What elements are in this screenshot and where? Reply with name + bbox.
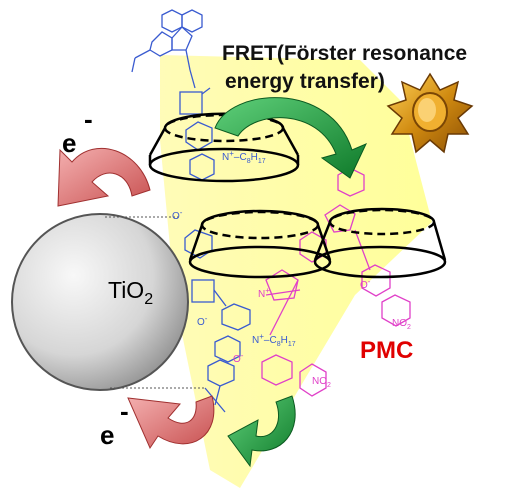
cyclodextrin-cup-middle <box>188 209 332 279</box>
svg-text:-: - <box>120 396 129 426</box>
svg-text:e: e <box>100 420 114 450</box>
o-minus-label-4: O- <box>233 351 244 365</box>
o-minus-label-2: O- <box>197 314 208 328</box>
n-plus-label-top: N+–C8H17 <box>222 149 266 165</box>
no2-label-1: NO2 <box>392 318 411 331</box>
tio2-sphere <box>11 213 189 391</box>
electron-injection-arrow-bottom <box>127 395 215 450</box>
svg-text:e: e <box>62 128 76 158</box>
donor-dye-structure <box>131 9 251 413</box>
fret-title-line2: energy transfer) <box>225 70 385 93</box>
n-plus-label-pmc: N+ <box>258 286 270 300</box>
fret-arrow <box>214 97 368 179</box>
no2-label-2: NO2 <box>312 376 331 389</box>
fret-title-line1: FRET(Förster resonance <box>222 42 467 65</box>
light-source-icon <box>386 72 474 154</box>
light-beam <box>160 55 432 488</box>
light-absorption-arrow <box>227 395 296 468</box>
electron-label-bottom: e - <box>100 396 129 450</box>
svg-text:-: - <box>84 104 93 134</box>
anchor-lines <box>105 216 205 389</box>
cyclodextrin-cup-right <box>313 207 447 279</box>
electron-injection-arrow-top <box>57 147 151 207</box>
tio2-label: TiO2 <box>108 277 153 308</box>
electron-label-top: e - <box>62 104 93 158</box>
pmc-label: PMC <box>360 337 413 364</box>
o-minus-label-1: O- <box>172 208 183 222</box>
o-minus-label-3: O- <box>360 277 371 291</box>
n-plus-label-bottom: N+–C8H17 <box>252 332 296 348</box>
